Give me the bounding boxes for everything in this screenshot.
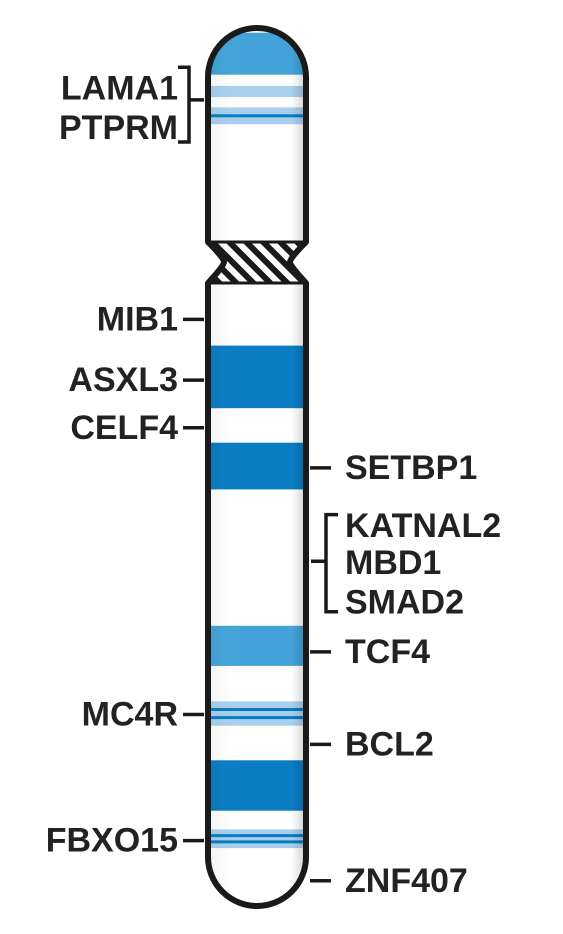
gene-label-left: LAMA1 <box>61 70 178 108</box>
gene-label-right: SETBP1 <box>345 449 477 487</box>
centromere <box>208 242 306 283</box>
chromosome-outline <box>205 25 309 909</box>
gene-label-right: TCF4 <box>345 633 430 671</box>
gene-label-right: BCL2 <box>345 725 434 763</box>
gene-label-left: CELF4 <box>70 409 178 447</box>
gene-label-left: MC4R <box>82 696 178 734</box>
gene-label-right: SMAD2 <box>345 583 464 621</box>
gene-bracket <box>311 512 338 614</box>
centromere-hatch <box>208 242 306 283</box>
chromosome-bands <box>208 28 306 906</box>
gene-label-right: MBD1 <box>345 544 441 582</box>
gene-label-left: MIB1 <box>97 300 178 338</box>
gene-label-left: PTPRM <box>59 109 178 147</box>
gene-label-right: ZNF407 <box>345 862 468 900</box>
gene-label-left: FBXO15 <box>46 822 178 860</box>
body-shading <box>208 28 306 906</box>
gene-annotations <box>178 65 338 883</box>
gene-bracket <box>178 65 204 144</box>
gene-label-right: KATNAL2 <box>345 507 501 545</box>
gene-label-left: ASXL3 <box>68 361 178 399</box>
